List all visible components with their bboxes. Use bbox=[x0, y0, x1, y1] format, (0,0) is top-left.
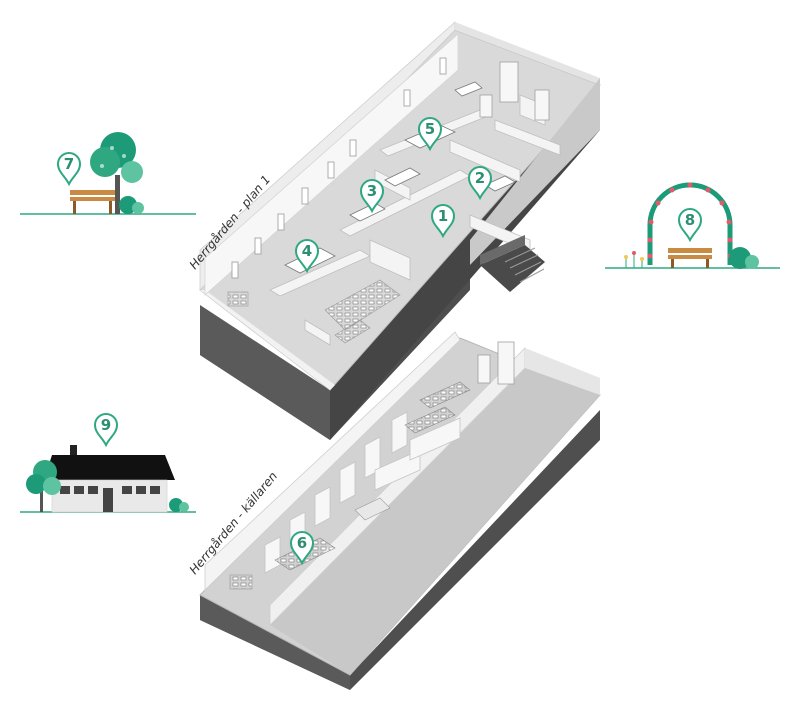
map-pin-icon-2[interactable]: 2 bbox=[467, 166, 493, 201]
floor-kallaren[interactable] bbox=[199, 331, 601, 690]
map-pin-shape bbox=[417, 117, 443, 152]
entrance-stairs bbox=[480, 235, 545, 292]
map-pin-icon-3[interactable]: 3 bbox=[359, 179, 385, 214]
map-pin-icon-4[interactable]: 4 bbox=[294, 239, 320, 274]
map-pin-shape bbox=[294, 239, 320, 274]
rose-arch-icon bbox=[605, 182, 780, 269]
map-pin-shape bbox=[359, 179, 385, 214]
map-pin-label: 5 bbox=[425, 120, 435, 138]
map-pin-shape bbox=[467, 166, 493, 201]
map-pin-label: 9 bbox=[101, 416, 111, 434]
map-pin-label: 2 bbox=[475, 169, 485, 187]
map-pin-shape bbox=[289, 531, 315, 566]
map-pin-shape bbox=[677, 208, 703, 243]
map-pin-label: 1 bbox=[438, 207, 448, 225]
park-bench-icon bbox=[20, 132, 196, 215]
floor-plan-1[interactable] bbox=[199, 21, 601, 440]
map-pin-shape bbox=[430, 204, 456, 239]
map-pin-label: 7 bbox=[64, 155, 74, 173]
map-pin-icon-1[interactable]: 1 bbox=[430, 204, 456, 239]
map-pin-icon-5[interactable]: 5 bbox=[417, 117, 443, 152]
house-icon bbox=[20, 445, 196, 513]
map-pin-icon-6[interactable]: 6 bbox=[289, 531, 315, 566]
map-pin-icon-7[interactable]: 7 bbox=[56, 152, 82, 187]
map-pin-label: 3 bbox=[367, 182, 377, 200]
map-pin-icon-9[interactable]: 9 bbox=[93, 413, 119, 448]
map-pin-icon-8[interactable]: 8 bbox=[677, 208, 703, 243]
windows bbox=[231, 57, 447, 279]
map-pin-label: 4 bbox=[302, 242, 312, 260]
map-pin-shape bbox=[93, 413, 119, 448]
map-pin-label: 8 bbox=[685, 211, 695, 229]
map-pin-shape bbox=[56, 152, 82, 187]
map-pin-label: 6 bbox=[297, 534, 307, 552]
